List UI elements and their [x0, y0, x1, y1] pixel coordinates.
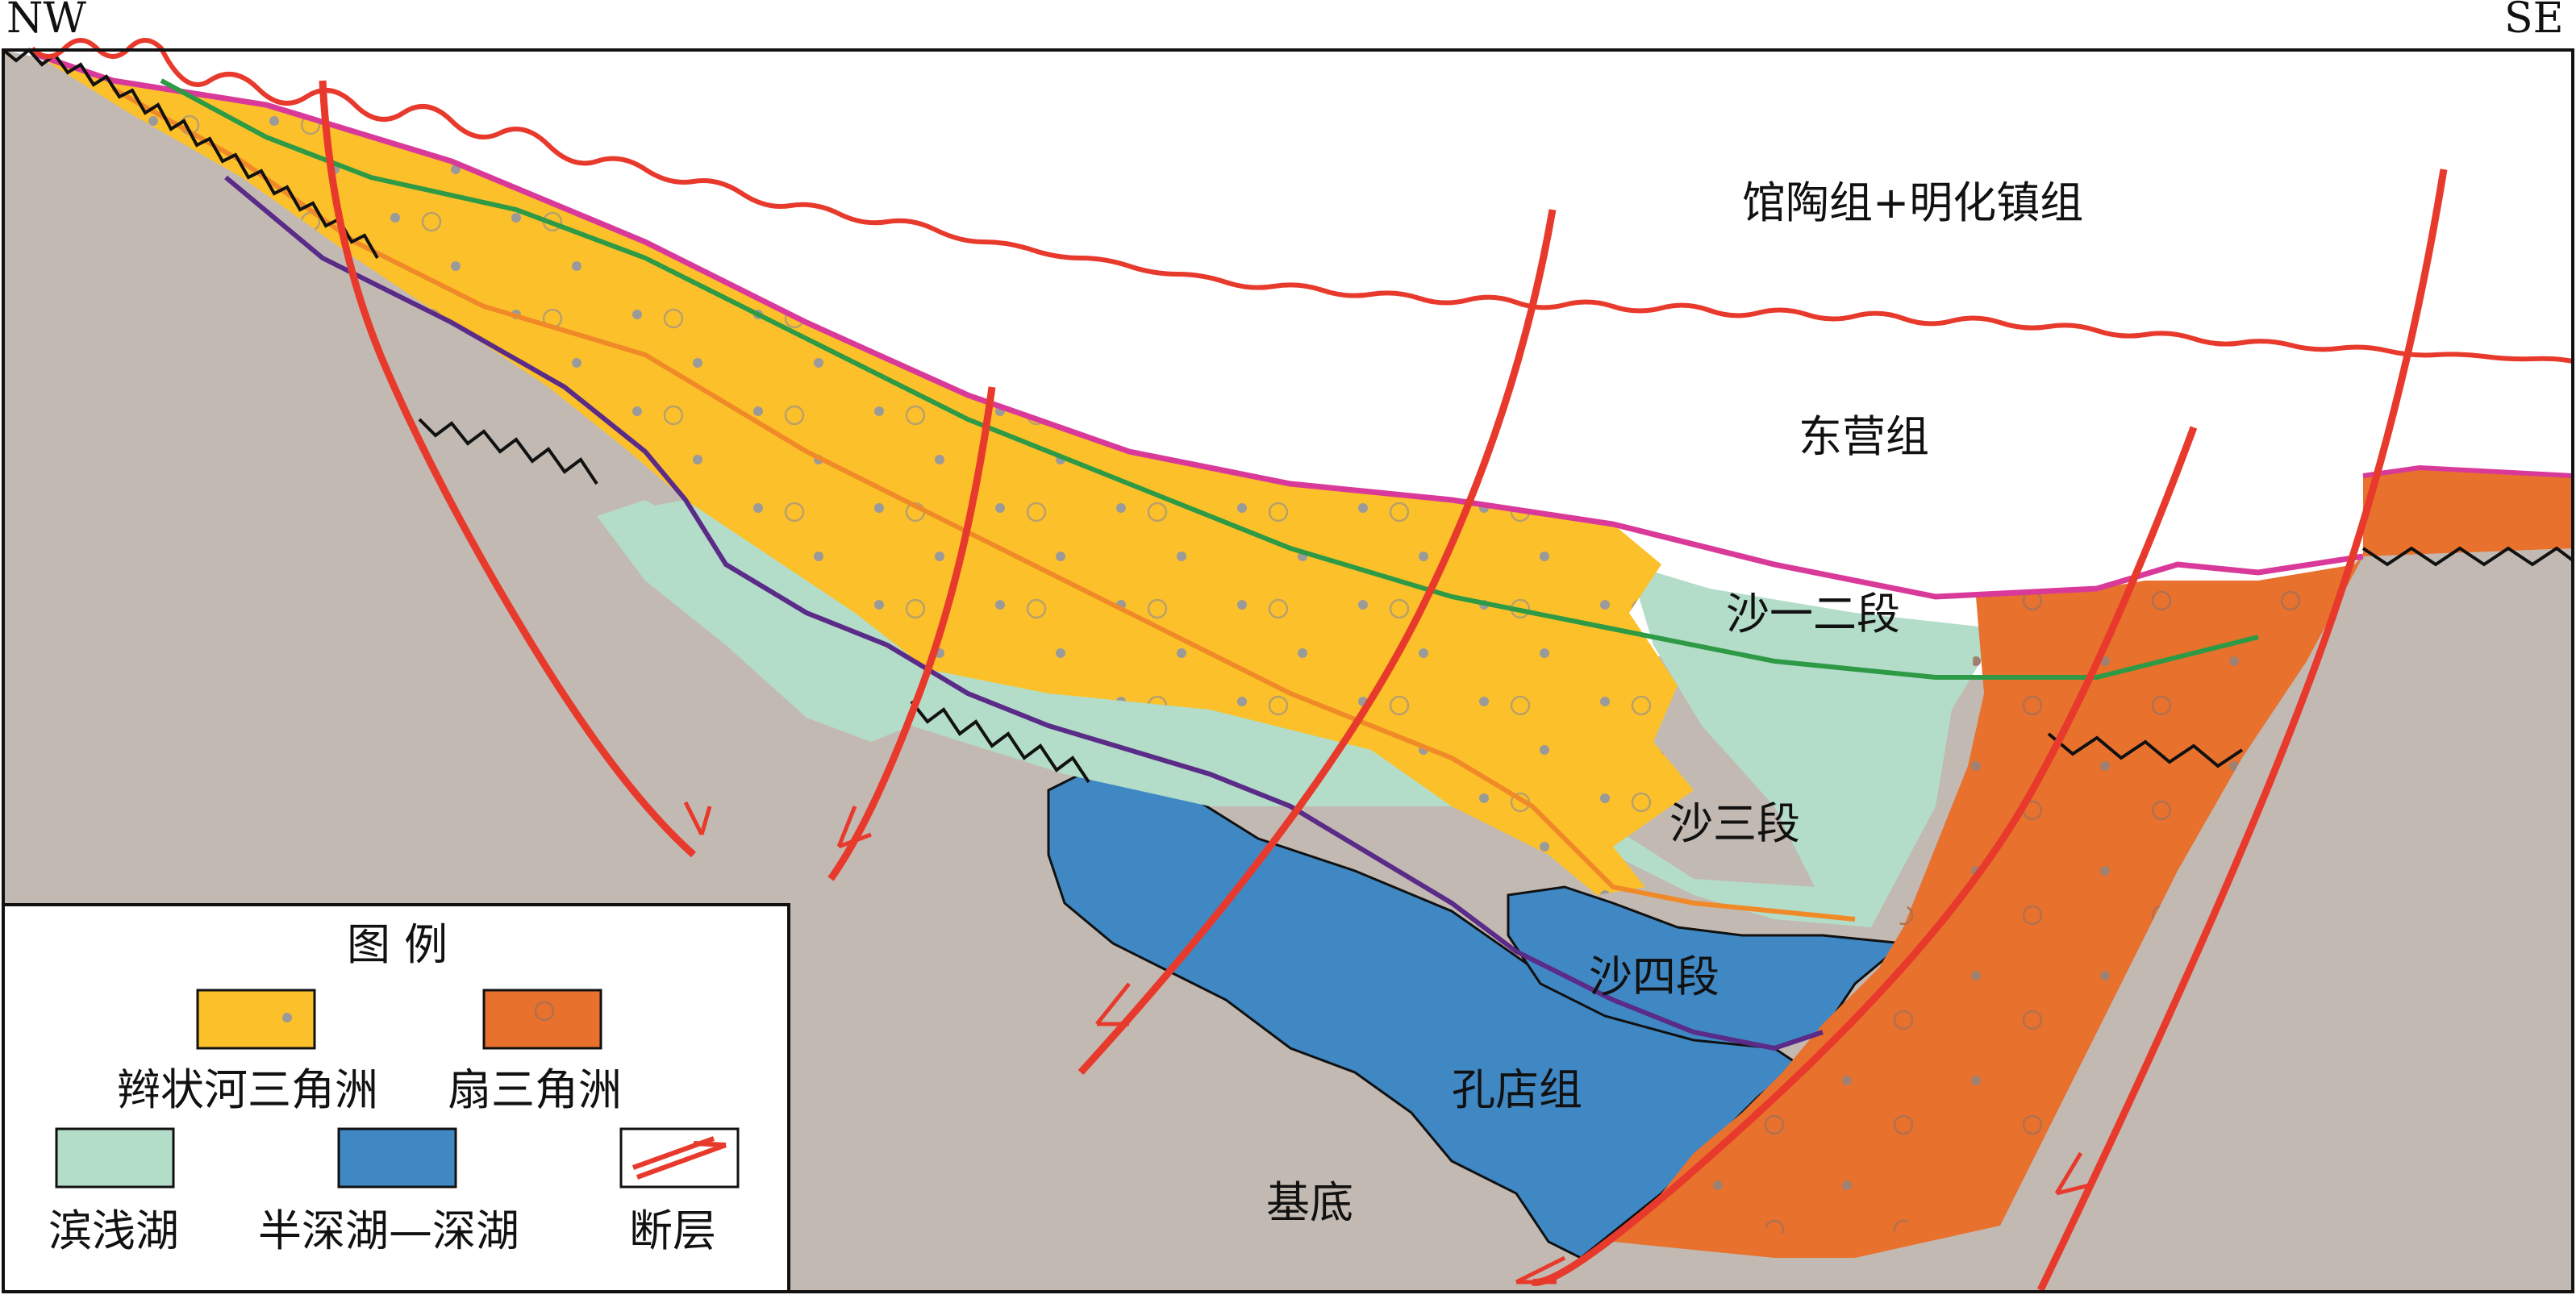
legend: 图 例 辫状河三角洲 扇三角洲 滨浅湖 半深湖—深湖 断层: [2, 903, 790, 1293]
basement-contact-3: [910, 700, 1090, 784]
legend-label-fault: 断层: [629, 1205, 716, 1256]
fan-delta-fill-se: [2363, 468, 2573, 556]
legend-fault-icon: [631, 1136, 727, 1180]
fault-arrow-4: [2054, 1151, 2090, 1196]
label-sha3: 沙三段: [1669, 798, 1800, 849]
legend-swatch-braided-delta: [196, 989, 316, 1050]
purple-boundary: [224, 175, 1824, 1051]
fault-1: [319, 80, 696, 858]
label-sha4: 沙四段: [1589, 951, 1719, 1002]
fault-arrow-2: [836, 806, 872, 849]
fault-2: [827, 386, 996, 881]
label-guantao: 馆陶组+明化镇组: [1742, 177, 2083, 228]
label-sha12: 沙一二段: [1726, 589, 1900, 639]
fan-delta-dots: [1661, 556, 2363, 1258]
upper-strata-fill: [3, 50, 2573, 597]
orange-boundary: [111, 86, 1856, 922]
fault-4: [1531, 426, 2198, 1286]
legend-swatch-shore-lake: [55, 1127, 175, 1189]
legend-label-fan-delta: 扇三角洲: [448, 1064, 622, 1115]
legend-label-braided-delta: 辫状河三角洲: [117, 1064, 378, 1115]
legend-label-deep-lake: 半深湖—深湖: [258, 1205, 519, 1256]
legend-title: 图 例: [347, 919, 448, 970]
fault-5: [2036, 169, 2448, 1292]
orientation-right: SE: [2504, 0, 2564, 43]
basement-contact-nw: [2, 48, 379, 259]
basement-contact-se: [2047, 732, 2244, 768]
label-dongying: 东营组: [1799, 411, 1929, 462]
shore-lake-fill: [597, 500, 2000, 927]
legend-swatch-deep-lake: [337, 1127, 457, 1189]
label-basement: 基底: [1266, 1177, 1353, 1228]
sha4-lake-fill: [1507, 885, 1907, 1050]
fault-arrow-3: [1095, 982, 1131, 1026]
legend-label-shore-lake: 滨浅湖: [48, 1205, 179, 1256]
fault-arrow-5: [1515, 1255, 1566, 1284]
dongying-base-boundary-se: [2362, 464, 2574, 478]
dongying-base-boundary: [31, 50, 2364, 600]
green-boundary: [160, 78, 2259, 680]
unconformity-line: [30, 38, 2574, 364]
braided-delta-dots: [32, 52, 1694, 895]
fault-arrow-1: [683, 801, 712, 836]
basement-contact-2: [418, 418, 598, 485]
section-frame: [2, 48, 2574, 1293]
legend-box: [2, 903, 790, 1293]
label-kongdian: 孔店组: [1452, 1064, 1582, 1115]
basement-contact-far-se: [2361, 546, 2574, 567]
orientation-left: NW: [6, 0, 87, 43]
fault-3: [1078, 209, 1557, 1076]
